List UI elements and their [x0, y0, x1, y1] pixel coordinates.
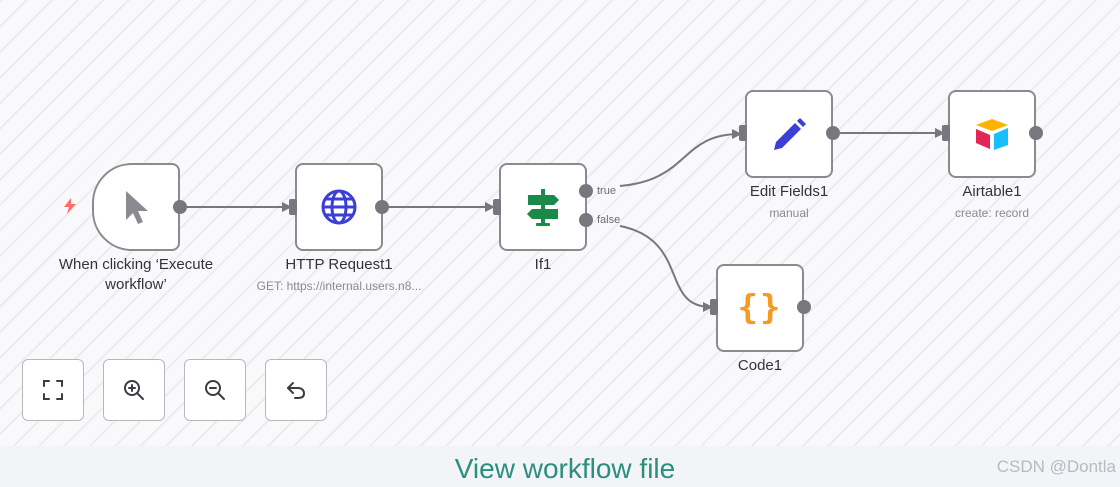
- watermark: CSDN @Dontla: [996, 457, 1116, 476]
- zoom-out-button[interactable]: [184, 359, 246, 421]
- code-input-handle[interactable]: [710, 299, 718, 315]
- trigger-bolt-icon: [64, 198, 76, 214]
- fit-view-icon: [43, 380, 63, 400]
- http-label: HTTP Request1: [285, 256, 393, 273]
- connections-layer: [186, 128, 945, 312]
- if-false-output-handle[interactable]: [579, 213, 593, 227]
- footer-bar: View workflow file CSDN @Dontla: [0, 446, 1120, 487]
- if-label: If1: [534, 256, 552, 273]
- workflow-canvas[interactable]: When clicking ‘Execute workflow’ HTTP Re…: [0, 0, 1120, 446]
- edit-output-handle[interactable]: [826, 126, 840, 140]
- undo-icon: [287, 382, 305, 399]
- trigger-output-handle[interactable]: [173, 200, 187, 214]
- node-if[interactable]: [499, 163, 587, 251]
- pointer-icon: [126, 191, 148, 224]
- code-label: Code1: [737, 357, 783, 374]
- trigger-label: When clicking ‘Execute workflow’: [58, 256, 214, 293]
- view-workflow-file-link[interactable]: View workflow file: [454, 453, 676, 484]
- braces-icon: {}: [737, 288, 783, 328]
- signpost-icon: [527, 189, 559, 226]
- zoom-in-icon: [124, 380, 144, 400]
- zoom-out-icon: [205, 380, 225, 400]
- if-input-handle[interactable]: [493, 199, 501, 215]
- http-input-handle[interactable]: [289, 199, 297, 215]
- node-code[interactable]: {}: [716, 264, 804, 352]
- node-edit-fields[interactable]: [745, 90, 833, 178]
- if-true-branch-label: true: [597, 185, 616, 197]
- fit-view-button[interactable]: [22, 359, 84, 421]
- edit-label: Edit Fields1: [749, 183, 829, 200]
- http-sublabel: GET: https://internal.users.n8...: [256, 279, 422, 293]
- http-output-handle[interactable]: [375, 200, 389, 214]
- connection-if-true-edit[interactable]: [619, 129, 742, 187]
- airtable-input-handle[interactable]: [942, 125, 950, 141]
- if-false-branch-label: false: [597, 214, 621, 226]
- airtable-output-handle[interactable]: [1029, 126, 1043, 140]
- node-airtable[interactable]: [948, 90, 1036, 178]
- airtable-icon: [976, 119, 1008, 150]
- edit-input-handle[interactable]: [739, 125, 747, 141]
- globe-icon: [321, 189, 357, 225]
- reset-zoom-button[interactable]: [265, 359, 327, 421]
- pencil-icon: [774, 118, 806, 150]
- airtable-sublabel: create: record: [954, 206, 1030, 220]
- connection-if-false-code[interactable]: [619, 225, 713, 312]
- node-http-request[interactable]: [295, 163, 383, 251]
- if-true-output-handle[interactable]: [579, 184, 593, 198]
- node-manual-trigger[interactable]: [92, 163, 180, 251]
- zoom-in-button[interactable]: [103, 359, 165, 421]
- airtable-label: Airtable1: [962, 183, 1022, 200]
- edit-sublabel: manual: [769, 206, 809, 220]
- code-output-handle[interactable]: [797, 300, 811, 314]
